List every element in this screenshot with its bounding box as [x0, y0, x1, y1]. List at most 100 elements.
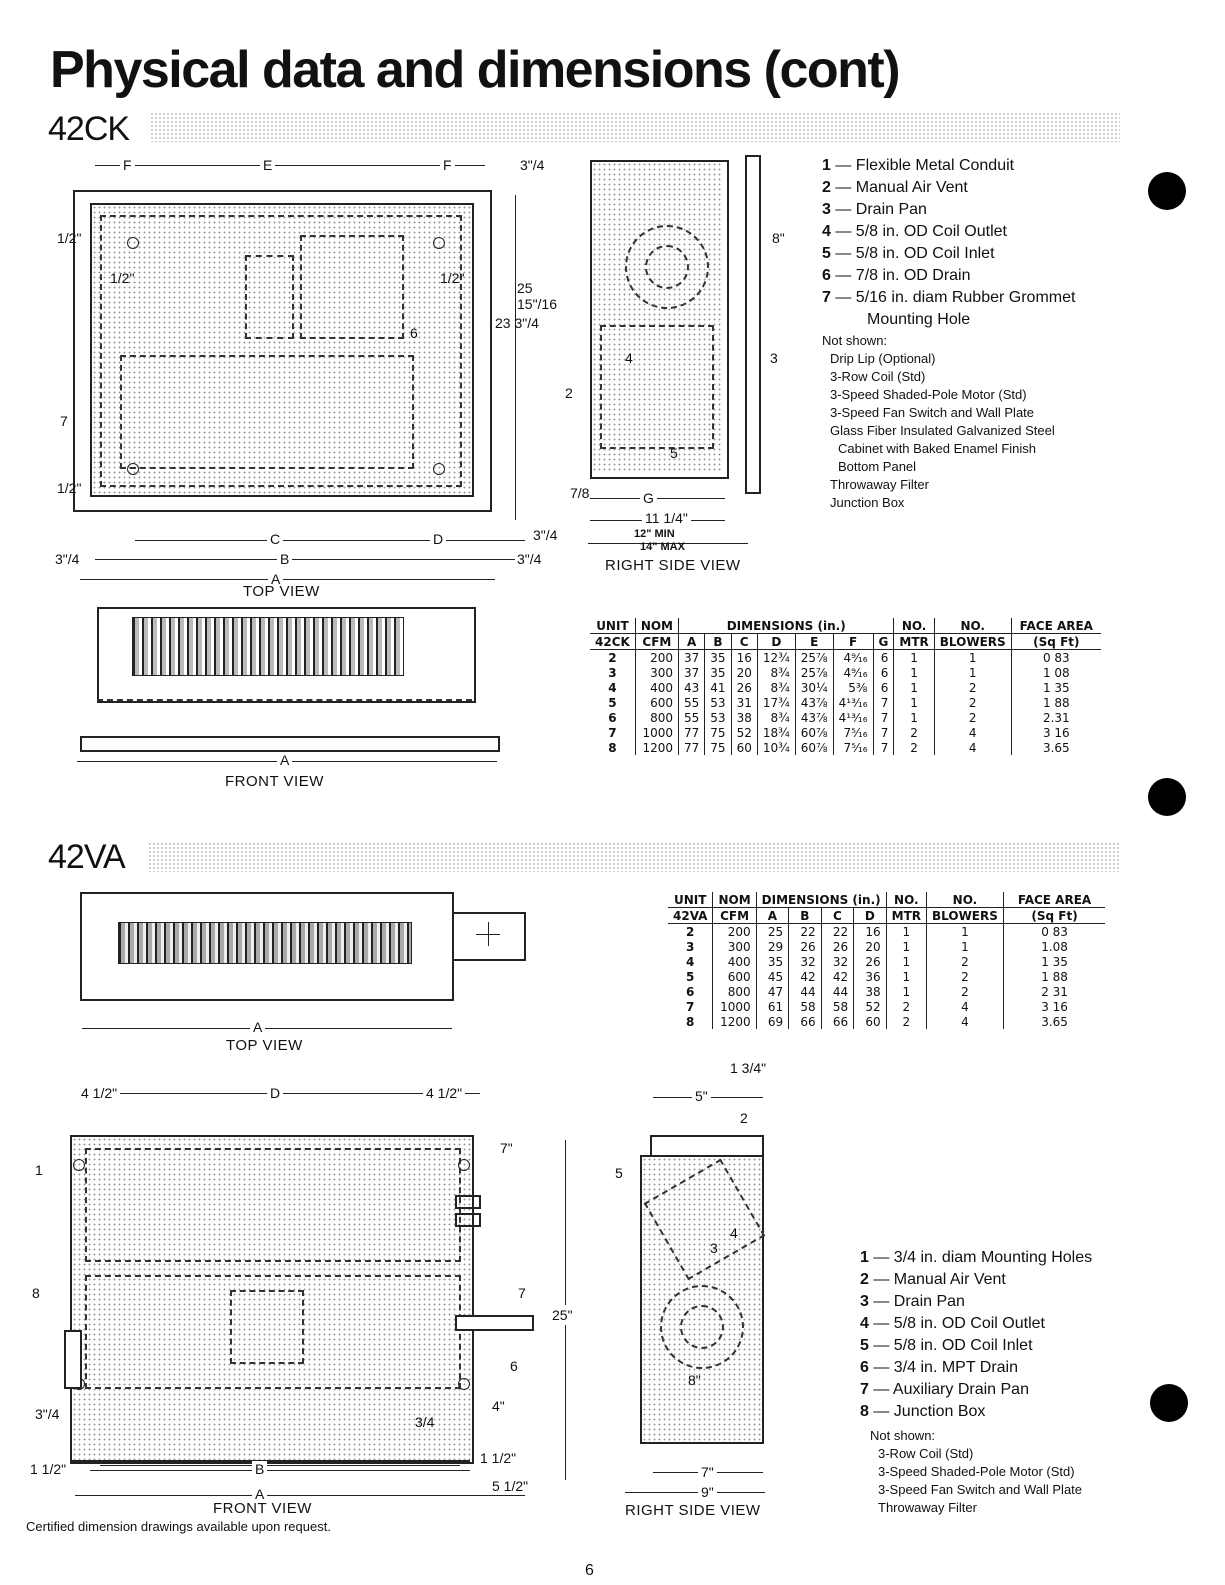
aux-drain-pan [455, 1315, 534, 1331]
table-cell: 53 [704, 710, 732, 725]
table-cell: 2 [893, 725, 935, 740]
table-cell: 1 [934, 649, 1012, 665]
right-view-42ck: 8" 2 3 4 5 7/8 G 11 1/4" 12" MIN 14" MAX… [560, 155, 785, 575]
dim-c: C [267, 531, 284, 547]
table-cell: 6 [873, 649, 895, 665]
table-cell: 38 [731, 710, 758, 725]
mounting-hole-icon [73, 1159, 85, 1171]
table-cell: 7 [873, 740, 895, 755]
dim-12-min: 12" MIN [634, 528, 675, 540]
table-cell: 2 [590, 649, 636, 665]
callout-4: 4 [625, 350, 633, 366]
legend-item: 3 — Drain Pan [822, 201, 927, 218]
table-cell: 4⁹⁄₁₆ [833, 665, 874, 680]
table-cell: 4¹³⁄₁₆ [833, 710, 874, 725]
front-view-42ck: A FRONT VIEW [75, 603, 505, 793]
table-cell: 2 [893, 740, 935, 755]
table-cell: 7⁵⁄₁₆ [833, 725, 874, 740]
cabinet-inner [90, 203, 474, 497]
table-cell: 69 [756, 1014, 790, 1029]
table-cell: 1 [886, 969, 928, 984]
legend-item: 6 — 3/4 in. MPT Drain [860, 1359, 1018, 1376]
mounting-hole-icon [458, 1159, 470, 1171]
dim-g: G [640, 490, 657, 506]
table-cell: 41 [704, 680, 732, 695]
callout-6: 6 [510, 1358, 518, 1374]
table-cell: 1 88 [1041, 969, 1068, 984]
dim-8-42va: 8" [688, 1372, 701, 1388]
page-title: Physical data and dimensions (cont) [50, 41, 901, 99]
dim-5-42va: 5" [692, 1088, 711, 1104]
table-cell: 22 [788, 923, 822, 939]
dim-d-42va: D [267, 1085, 284, 1101]
dim-f-left: F [120, 157, 135, 173]
table-cell: 4 [934, 725, 1012, 740]
dim-7-side: 7" [698, 1464, 717, 1480]
table-cell: 25 [756, 923, 790, 939]
legend-item: 5 — 5/8 in. OD Coil Inlet [860, 1337, 1033, 1354]
dim-1-1-2-right: 1 1/2" [480, 1450, 517, 1466]
dim-a: A [268, 571, 284, 587]
footnote: Certified dimension drawings available u… [26, 1519, 331, 1534]
section-bar-42va [148, 842, 1120, 872]
top-view-42ck: F E F 3"/4 6 7 1/2" 1/2" 1/2" 1/2" 25 15… [55, 155, 557, 605]
front-view-42va: 4 1/2" D 4 1/2" 1 8 7 6 7" 25" 4" 3"/4 3… [30, 1080, 575, 1540]
callout-7: 7 [60, 413, 68, 429]
table-cell: 1200 [635, 740, 680, 755]
table-cell: 25⅞ [795, 649, 834, 665]
motor-outline [300, 235, 404, 339]
table-cell: 26 [821, 939, 855, 954]
table-cell: 3 16 [1041, 999, 1068, 1014]
table-cell: 1 [886, 984, 928, 999]
table-cell: 1000 [712, 999, 757, 1014]
callout-5: 5 [670, 445, 678, 461]
legend-item: 7 — Auxiliary Drain Pan [860, 1381, 1029, 1398]
mounting-hole-icon [127, 463, 139, 475]
dim-3-4-inner: 3/4 [415, 1414, 435, 1430]
table-cell: 7 [668, 999, 714, 1014]
table-cell: 29 [756, 939, 790, 954]
table-cell: 0 83 [1042, 650, 1070, 665]
table-cell: 43⅞ [795, 695, 834, 710]
table-cell: 6 [590, 710, 636, 725]
table-cell: 600 [712, 969, 757, 984]
table-cell: 2.31 [1042, 710, 1070, 725]
table-cell: 7 [590, 725, 636, 740]
table-cell: 7 [873, 695, 895, 710]
table-cell: 2 [886, 1014, 928, 1029]
table-cell: 2 [668, 923, 714, 939]
caption-front-view-42va: FRONT VIEW [213, 1500, 312, 1517]
table-cell: 47 [756, 984, 790, 999]
dim-a-42va: A [252, 1486, 268, 1502]
table-cell: 4 [926, 1014, 1004, 1029]
table-cell: 31 [731, 695, 758, 710]
caption-front-view-42ck: FRONT VIEW [225, 773, 324, 790]
table-cell: 400 [635, 680, 680, 695]
dim-12-a: 1/2" [57, 230, 82, 246]
grille [118, 922, 412, 964]
table-cell: 8¾ [757, 710, 796, 725]
table-cell: 4 [926, 999, 1004, 1014]
table-cell: 43 [678, 680, 706, 695]
table-cell: 2 [886, 999, 928, 1014]
dim-1-3-4: 1 3/4" [730, 1060, 767, 1076]
table-cell: 26 [853, 954, 887, 969]
junction-box [452, 912, 526, 961]
dim-a-front: A [277, 752, 293, 768]
table-cell: 1 35 [1041, 954, 1068, 969]
table-cell: 7 [873, 725, 895, 740]
table-cell: 1 [893, 695, 935, 710]
table-cell: 4⁹⁄₁₆ [833, 649, 874, 665]
dim-3-4: 3"/4 [35, 1406, 60, 1422]
table-cell: 1 [886, 923, 928, 939]
table-cell: 35 [756, 954, 790, 969]
table-cell: 60⅞ [795, 740, 834, 755]
blower-outline [120, 355, 414, 469]
table-cell: 55 [678, 710, 706, 725]
top-view-42va: A TOP VIEW [78, 890, 538, 1060]
legend-item: 2 — Manual Air Vent [860, 1271, 1006, 1288]
